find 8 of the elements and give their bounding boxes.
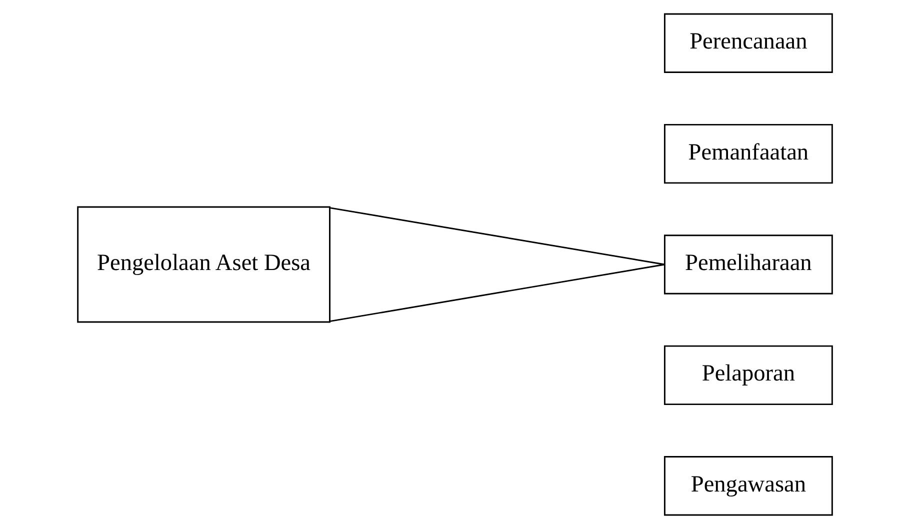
connector [328,206,665,266]
node-box: Pemanfaatan [664,124,833,184]
node-box: Pemeliharaan [664,234,833,294]
node-box: Pengelolaan Aset Desa [77,206,330,323]
node-box: Perencanaan [664,13,833,73]
node-box: Pengawasan [664,456,833,516]
connector [330,264,665,322]
node-box: Pelaporan [664,345,833,406]
